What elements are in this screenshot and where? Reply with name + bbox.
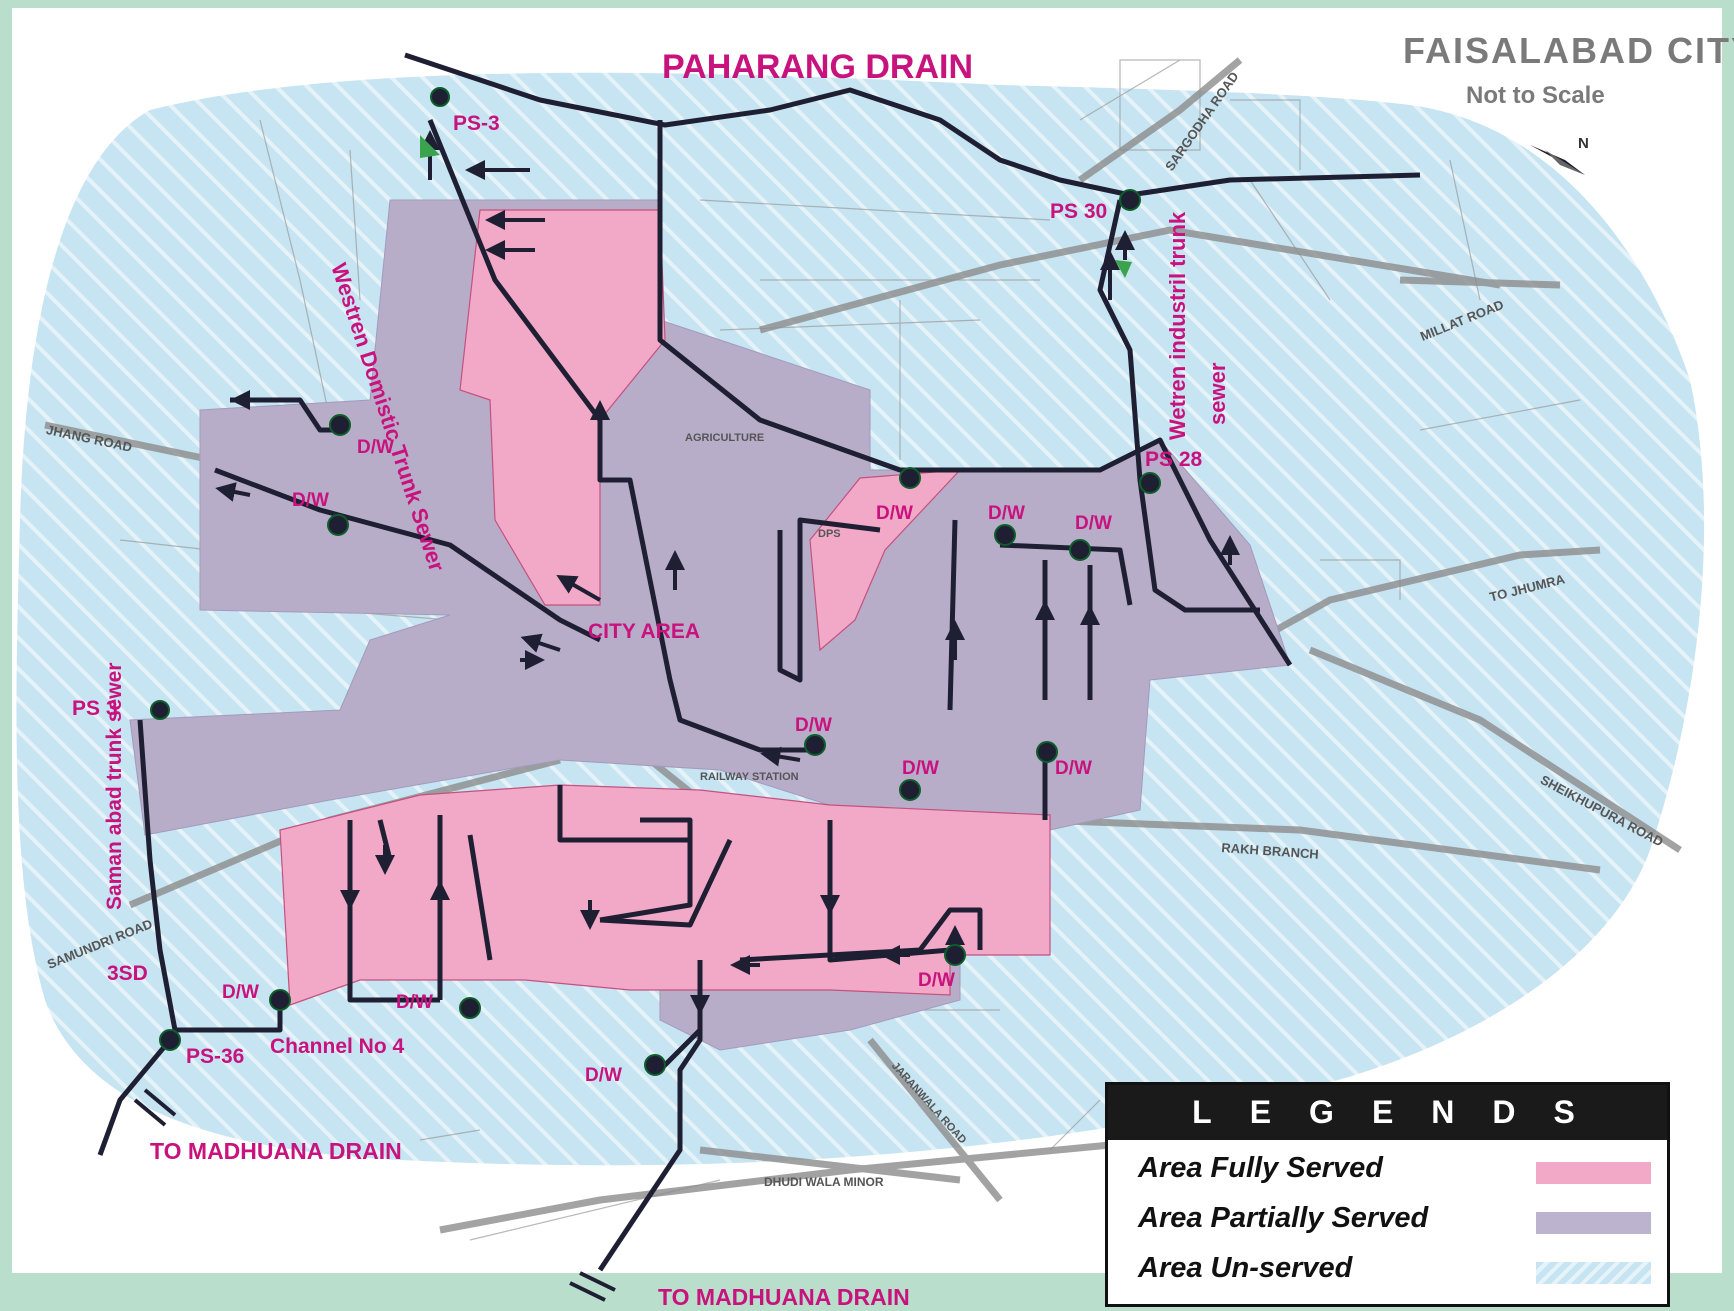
ps3x-label: PS 3: [72, 697, 118, 720]
green-markers: [420, 135, 1132, 278]
dw-label: D/W: [795, 715, 832, 736]
flow-arrows: [215, 130, 1240, 1015]
madhuana-drain-south-label: TO MADHUANA DRAIN: [658, 1284, 910, 1310]
ps3x-station: [150, 700, 170, 720]
dw-label: D/W: [918, 970, 955, 991]
channel-crossings: [133, 1088, 616, 1302]
north-letter: N: [1578, 135, 1589, 152]
ps30-station: [1119, 189, 1141, 211]
dhudiwala-minor-label: DHUDI WALA MINOR: [764, 1175, 884, 1189]
dw-label: D/W: [585, 1065, 622, 1086]
legend-header: LEGENDS: [1108, 1085, 1667, 1140]
dw-station: [269, 989, 291, 1011]
dw-label: D/W: [357, 437, 394, 458]
dw-label: D/W: [902, 758, 939, 779]
ps36-station: [159, 1029, 181, 1051]
dw-station: [994, 524, 1016, 546]
railway-station-label: RAILWAY STATION: [700, 771, 799, 783]
madhuana-drain-west-label: TO MADHUANA DRAIN: [150, 1138, 402, 1164]
dw-station: [459, 997, 481, 1019]
dw-label: D/W: [396, 992, 433, 1013]
legend-item-fully-served: Area Fully Served: [1138, 1152, 1383, 1185]
legend: LEGENDS Area Fully Served Area Partially…: [1105, 1082, 1670, 1307]
dw-station: [944, 944, 966, 966]
dw-station: [804, 734, 826, 756]
legend-item-label: Area Fully Served: [1138, 1152, 1383, 1184]
3sd-label: 3SD: [107, 962, 148, 985]
legend-swatch-fully-served: [1536, 1162, 1651, 1184]
stations: [150, 87, 1161, 1076]
dw-station: [899, 779, 921, 801]
ps36-label: PS-36: [186, 1045, 245, 1068]
north-arrow-icon: [1530, 145, 1585, 175]
dw-station: [644, 1054, 666, 1076]
western-industrial-sewer-label: Wetren industril trunk: [1165, 211, 1190, 440]
saman-abad-sewer-label: Saman abad trunk sewer: [103, 662, 126, 910]
legend-item-label: Area Partially Served: [1138, 1202, 1429, 1234]
dw-station: [1036, 741, 1058, 763]
dw-label: D/W: [222, 982, 259, 1003]
city-area-label: CITY AREA: [588, 620, 701, 643]
dw-station: [1069, 539, 1091, 561]
dw-station: [899, 467, 921, 489]
dw-station: [329, 414, 351, 436]
dw-label: D/W: [292, 490, 329, 511]
dw-label: D/W: [876, 503, 913, 524]
legend-item-label: Area Un-served: [1138, 1252, 1353, 1284]
map-scale-note: Not to Scale: [1466, 82, 1605, 109]
dw-label: D/W: [1055, 758, 1092, 779]
ps3-station: [430, 87, 450, 107]
legend-item-partially-served: Area Partially Served: [1138, 1202, 1428, 1235]
agriculture-label: AGRICULTURE: [685, 432, 765, 444]
paharang-drain-label: PAHARANG DRAIN: [662, 48, 974, 86]
dw-label: D/W: [1075, 513, 1112, 534]
dw-station: [327, 514, 349, 536]
dw-label: D/W: [988, 503, 1025, 524]
map-title: FAISALABAD CITY: [1403, 30, 1734, 71]
dps-label: DPS: [818, 528, 841, 540]
western-industrial-sewer-label-2: sewer: [1205, 362, 1230, 425]
ps30-label: PS 30: [1050, 200, 1108, 223]
ps28-station: [1139, 472, 1161, 494]
ps28-label: PS 28: [1145, 448, 1203, 471]
legend-item-unserved: Area Un-served: [1138, 1252, 1352, 1285]
ps3-label: PS-3: [453, 112, 500, 135]
channel-label: Channel No 4: [270, 1035, 405, 1058]
legend-swatch-unserved: [1536, 1262, 1651, 1284]
legend-swatch-partially-served: [1536, 1212, 1651, 1234]
